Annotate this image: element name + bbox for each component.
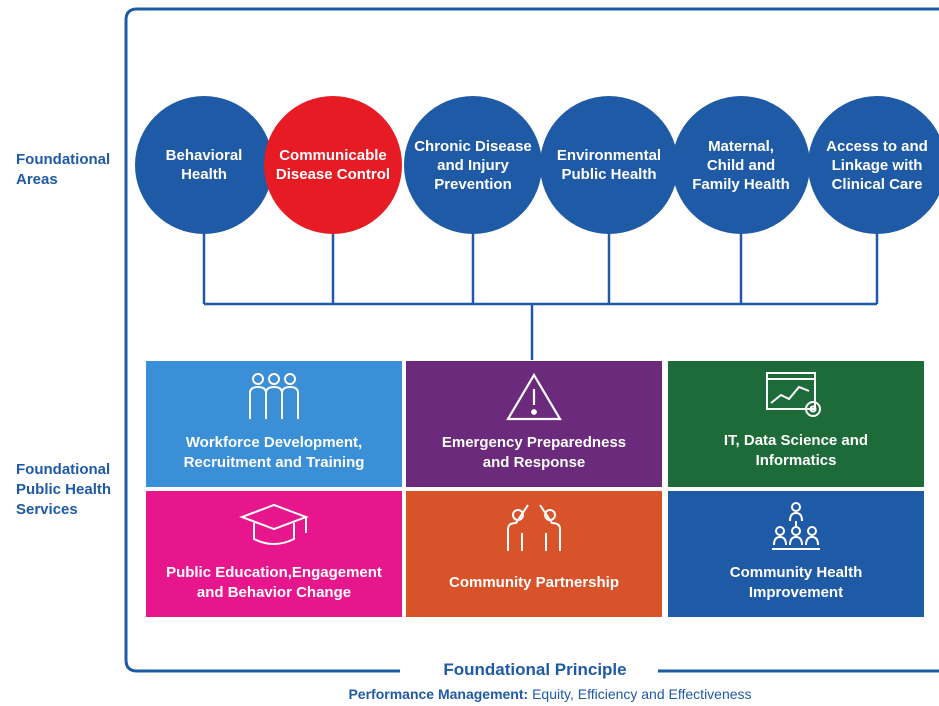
- community-network-icon: [668, 499, 924, 555]
- area-maternal-child-health: Maternal, Child and Family Health: [672, 96, 810, 234]
- service-emergency: Emergency Preparedness and Response: [406, 361, 662, 487]
- service-label: Public Education,Engagement and Behavior…: [166, 564, 382, 601]
- service-label: IT, Data Science and Informatics: [723, 432, 869, 469]
- service-label: Community Partnership: [448, 574, 620, 591]
- area-communicable-disease-control: Communicable Disease Control: [264, 96, 402, 234]
- high-five-icon: [406, 499, 662, 555]
- area-access-clinical-care: Access to and Linkage with Clinical Care: [808, 96, 939, 234]
- service-community-health: Community Health Improvement: [668, 491, 924, 617]
- service-it-data: IT, Data Science and Informatics: [668, 361, 924, 487]
- foundational-areas-label: Foundational Areas: [16, 151, 111, 188]
- service-public-education: Public Education,Engagement and Behavior…: [146, 491, 402, 617]
- service-community-partnership: Community Partnership: [406, 491, 662, 617]
- service-label: Workforce Development, Recruitment and T…: [183, 434, 365, 471]
- foundational-services-label: Foundational Public Health Services: [16, 461, 112, 518]
- service-label: Community Health Improvement: [729, 564, 863, 601]
- area-behavioral-health: Behavioral Health: [135, 96, 273, 234]
- warning-triangle-icon: [406, 369, 662, 425]
- principle-sub-bold: Performance Management:: [348, 686, 529, 702]
- graduation-cap-icon: [146, 499, 402, 555]
- data-chart-gear-icon: [668, 369, 924, 425]
- area-chronic-disease: Chronic Disease and Injury Prevention: [404, 96, 542, 234]
- service-workforce: Workforce Development, Recruitment and T…: [146, 361, 402, 487]
- foundational-principle-subtitle: Performance Management: Equity, Efficien…: [290, 686, 810, 702]
- foundational-principle-title: Foundational Principle: [443, 660, 627, 679]
- area-environmental-health: Environmental Public Health: [540, 96, 678, 234]
- people-group-icon: [146, 369, 402, 425]
- service-label: Emergency Preparedness and Response: [441, 434, 627, 471]
- principle-sub-rest: Equity, Efficiency and Effectiveness: [528, 686, 752, 702]
- outer-border: [124, 7, 939, 673]
- connector-lines: [202, 234, 879, 360]
